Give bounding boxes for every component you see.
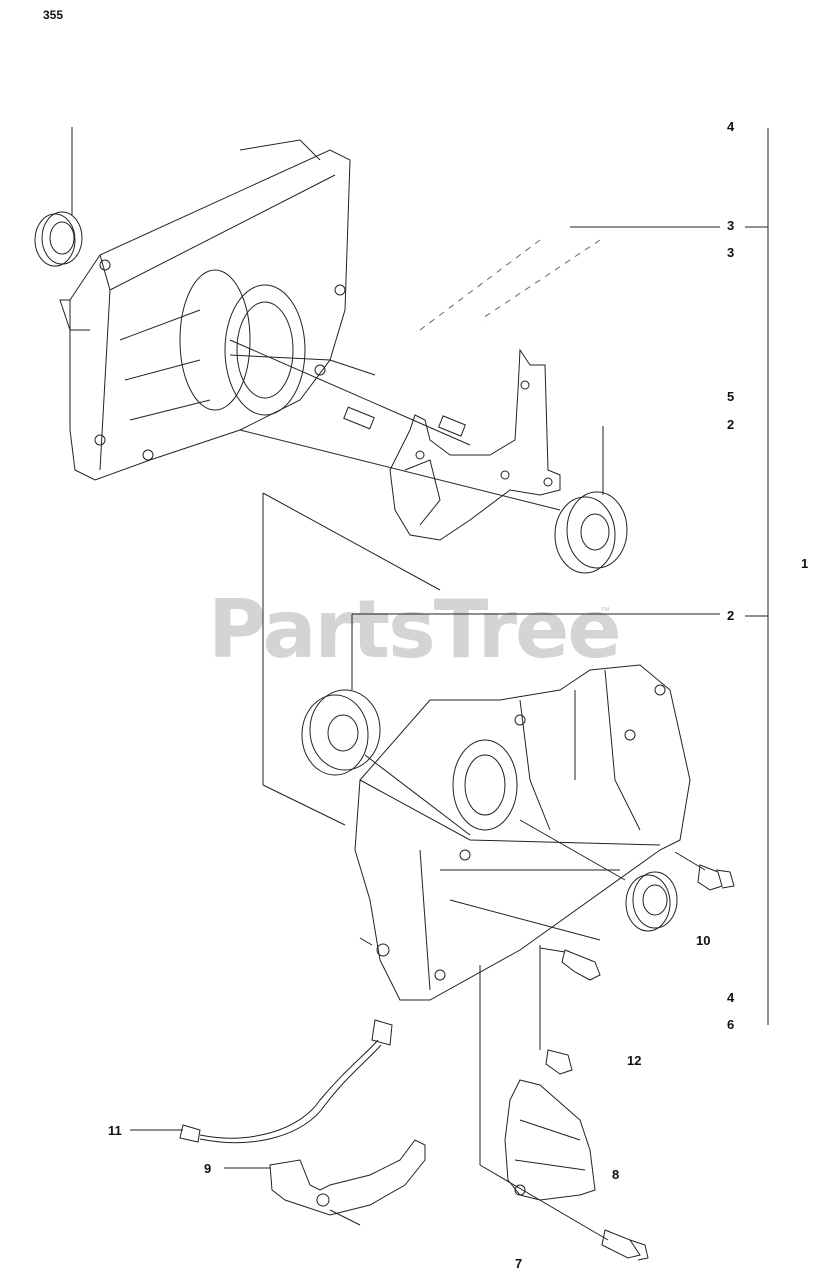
callout-6: 6	[727, 1017, 735, 1032]
callout-10: 10	[696, 933, 711, 948]
bolt-middle	[539, 947, 601, 981]
seal-top-left	[34, 211, 83, 267]
callout-9: 9	[204, 1161, 212, 1176]
upper-crankcase-half	[59, 139, 561, 511]
alignment-lines-upper	[419, 239, 601, 331]
leader-lines	[71, 127, 720, 1241]
page-number: 355	[43, 8, 64, 22]
bearing-lower	[301, 689, 471, 836]
callout-2-b: 2	[727, 608, 735, 623]
callout-4-b: 4	[727, 990, 735, 1005]
seal-lower-right	[625, 871, 678, 932]
dowel-pins	[343, 406, 467, 437]
wire-11	[179, 1019, 393, 1144]
bracket-9	[269, 1139, 426, 1226]
gasket	[389, 348, 561, 541]
callout-11: 11	[108, 1123, 122, 1138]
cover-8	[504, 1079, 596, 1201]
callout-5: 5	[727, 389, 735, 404]
lower-crankcase-half	[354, 664, 691, 1001]
watermark: PartsTree	[208, 583, 622, 676]
callout-7: 7	[515, 1256, 523, 1271]
screw-7	[601, 1229, 649, 1261]
assembly-bracket	[745, 128, 769, 1025]
callout-1: 1	[801, 556, 809, 571]
callout-2-a: 2	[727, 417, 735, 432]
watermark-trademark: ™	[600, 606, 610, 617]
nut-12	[545, 1049, 573, 1075]
callout-12: 12	[627, 1053, 642, 1068]
callout-3-b: 3	[727, 245, 735, 260]
callout-4-top: 4	[727, 119, 735, 134]
screw-10	[697, 864, 735, 891]
callout-3-a: 3	[727, 218, 735, 233]
callout-8: 8	[612, 1167, 620, 1182]
bearing-upper	[554, 491, 628, 574]
